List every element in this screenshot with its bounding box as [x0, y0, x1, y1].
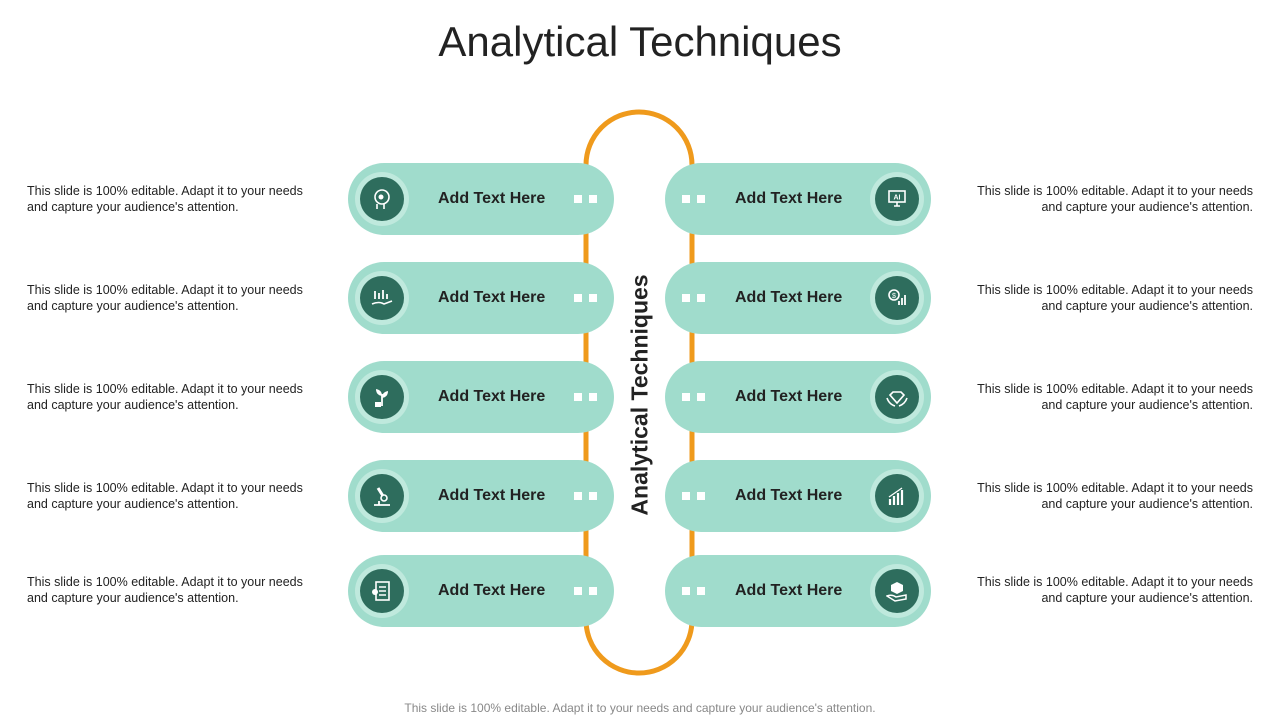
right-description-4: This slide is 100% editable. Adapt it to… — [977, 481, 1253, 511]
plant-growth-icon — [355, 370, 409, 424]
right-description-5: This slide is 100% editable. Adapt it to… — [977, 575, 1253, 605]
left-description-2: This slide is 100% editable. Adapt it to… — [27, 283, 303, 313]
connector-dot — [574, 294, 582, 302]
center-label: Analytical Techniques — [626, 274, 653, 516]
svg-text:$: $ — [892, 293, 896, 300]
connector-dot — [697, 195, 705, 203]
pill-label: Add Text Here — [735, 190, 843, 207]
right-description-1: This slide is 100% editable. Adapt it to… — [977, 184, 1253, 214]
pill-label: Add Text Here — [735, 388, 843, 405]
left-pill-1: Add Text Here — [348, 163, 614, 235]
left-pill-3: Add Text Here — [348, 361, 614, 433]
footer-note: This slide is 100% editable. Adapt it to… — [404, 701, 876, 715]
connector-dot — [682, 195, 690, 203]
pill-label: Add Text Here — [438, 388, 546, 405]
left-pill-4: Add Text Here — [348, 460, 614, 532]
connector-dot — [589, 587, 597, 595]
left-description-1: This slide is 100% editable. Adapt it to… — [27, 184, 303, 214]
connector-dot — [697, 492, 705, 500]
head-gear-icon — [355, 172, 409, 226]
pill-label: Add Text Here — [438, 582, 546, 599]
pill-label: Add Text Here — [735, 487, 843, 504]
svg-text:AI: AI — [894, 195, 901, 202]
hands-diamond-icon — [870, 370, 924, 424]
pill-label: Add Text Here — [438, 190, 546, 207]
connector-dot — [682, 492, 690, 500]
money-chart-icon: $ — [870, 271, 924, 325]
connector-dot — [697, 393, 705, 401]
right-description-2: This slide is 100% editable. Adapt it to… — [977, 283, 1253, 313]
connector-dot — [682, 393, 690, 401]
right-pill-5: Add Text Here — [665, 555, 931, 627]
ai-monitor-icon: AI — [870, 172, 924, 226]
connector-dot — [682, 587, 690, 595]
left-description-3: This slide is 100% editable. Adapt it to… — [27, 382, 303, 412]
connector-dot — [574, 393, 582, 401]
left-description-5: This slide is 100% editable. Adapt it to… — [27, 575, 303, 605]
connector-dot — [682, 294, 690, 302]
connector-dot — [589, 492, 597, 500]
page-title: Analytical Techniques — [438, 18, 842, 65]
left-description-4: This slide is 100% editable. Adapt it to… — [27, 481, 303, 511]
checklist-icon — [355, 564, 409, 618]
pill-label: Add Text Here — [438, 487, 546, 504]
connector-dot — [574, 195, 582, 203]
connector-dot — [574, 492, 582, 500]
connector-dot — [697, 294, 705, 302]
connector-dot — [574, 587, 582, 595]
right-pill-3: Add Text Here — [665, 361, 931, 433]
left-pill-5: Add Text Here — [348, 555, 614, 627]
right-pill-1: Add Text Here AI — [665, 163, 931, 235]
pill-label: Add Text Here — [735, 289, 843, 306]
connector-dot — [589, 294, 597, 302]
connector-dot — [697, 587, 705, 595]
connector-dot — [589, 393, 597, 401]
left-pill-2: Add Text Here — [348, 262, 614, 334]
bar-chart-icon — [870, 469, 924, 523]
pill-label: Add Text Here — [438, 289, 546, 306]
pill-label: Add Text Here — [735, 582, 843, 599]
hand-box-icon — [870, 564, 924, 618]
right-pill-4: Add Text Here — [665, 460, 931, 532]
connector-dot — [589, 195, 597, 203]
hand-chart-icon — [355, 271, 409, 325]
right-description-3: This slide is 100% editable. Adapt it to… — [977, 382, 1253, 412]
right-pill-2: Add Text Here $ — [665, 262, 931, 334]
microscope-icon — [355, 469, 409, 523]
